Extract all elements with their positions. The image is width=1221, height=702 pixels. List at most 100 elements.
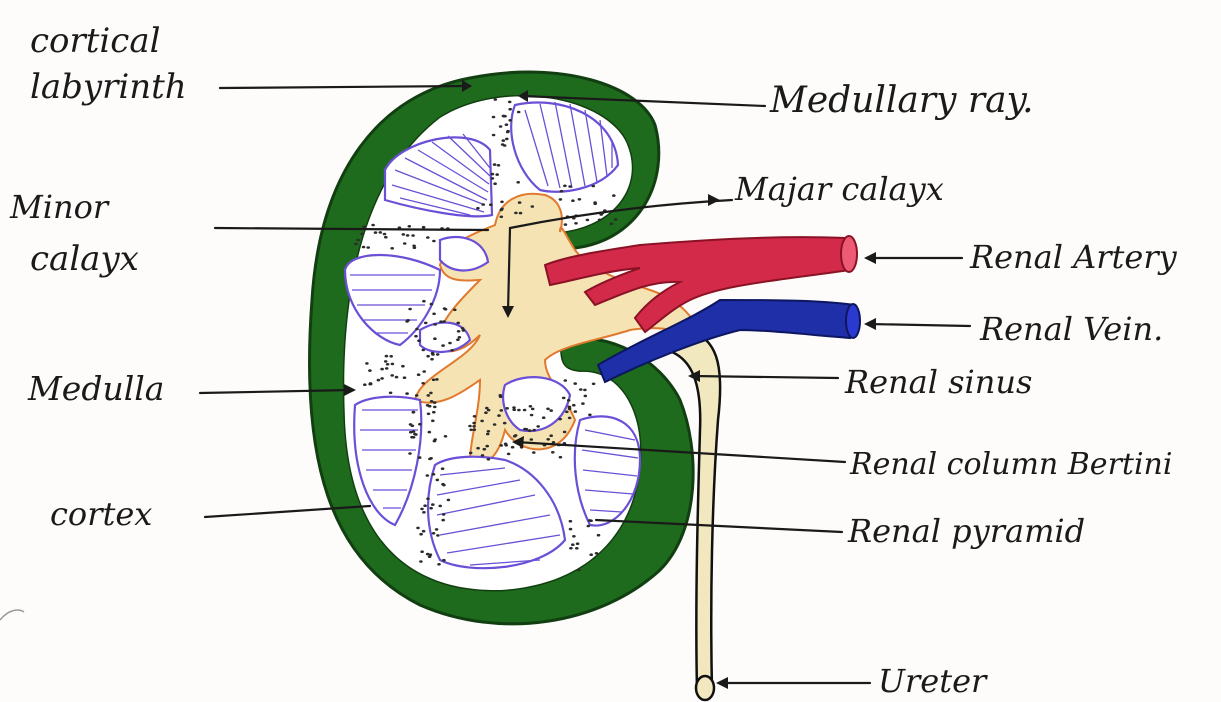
stipple-dot — [536, 425, 540, 428]
stipple-dot — [519, 212, 523, 215]
stipple-dot — [417, 339, 421, 342]
stipple-dot — [422, 226, 426, 229]
stipple-dot — [362, 225, 366, 228]
stipple-dot — [432, 379, 436, 382]
stipple-dot — [426, 355, 430, 358]
stipple-dot — [356, 239, 360, 242]
stipple-dot — [428, 405, 432, 408]
stipple-dot — [493, 423, 497, 426]
stipple-dot — [499, 444, 503, 447]
stipple-dot — [462, 329, 466, 332]
stipple-dot — [575, 547, 579, 550]
stipple-dot — [572, 404, 576, 407]
stipple-dot — [473, 428, 477, 431]
stipple-dot — [500, 208, 504, 211]
stipple-dot — [390, 374, 394, 377]
stipple-dot — [391, 363, 395, 366]
stipple-dot — [411, 234, 415, 237]
stipple-dot — [587, 525, 591, 528]
stipple-dot — [505, 123, 509, 126]
stipple-dot — [491, 173, 495, 176]
stipple-dot — [450, 349, 454, 352]
stipple-dot — [500, 216, 504, 219]
stipple-dot — [502, 115, 506, 118]
stipple-dot — [379, 231, 383, 234]
stipple-dot — [436, 353, 440, 356]
label-renal-vein: Renal Vein. — [979, 310, 1163, 348]
stipple-dot — [546, 408, 550, 411]
stipple-dot — [542, 416, 546, 419]
stipple-dot — [501, 143, 505, 146]
stipple-dot — [559, 456, 563, 459]
stipple-dot — [401, 365, 405, 368]
stipple-dot — [395, 376, 399, 379]
stipple-dot — [363, 383, 367, 386]
stipple-dot — [441, 344, 445, 347]
stipple-dot — [565, 411, 569, 414]
stipple-dot — [574, 222, 578, 225]
stipple-dot — [444, 308, 448, 311]
stipple-dot — [384, 236, 388, 239]
stipple-dot — [472, 422, 476, 425]
stipple-dot — [577, 569, 581, 572]
stipple-dot — [432, 240, 436, 243]
stipple-dot — [503, 422, 507, 425]
stipple-dot — [469, 429, 473, 432]
stipple-dot — [497, 164, 501, 167]
stipple-dot — [431, 353, 435, 356]
stipple-dot — [584, 395, 588, 398]
stipple-dot — [563, 431, 567, 434]
stipple-dot — [426, 474, 430, 477]
stipple-dot — [433, 337, 437, 340]
stipple-dot — [549, 434, 553, 437]
stipple-dot — [431, 420, 435, 423]
stipple-dot — [493, 163, 497, 166]
stipple-dot — [405, 392, 409, 395]
stipple-dot — [529, 405, 533, 408]
stipple-dot — [441, 467, 445, 470]
stipple-dot — [458, 336, 462, 339]
stipple-dot — [403, 376, 407, 379]
stipple-dot — [408, 308, 412, 311]
stipple-dot — [383, 233, 387, 236]
stipple-dot — [480, 420, 484, 423]
stipple-dot — [420, 508, 424, 511]
stipple-dot — [380, 368, 384, 371]
stipple-dot — [500, 409, 504, 412]
stipple-dot — [511, 446, 515, 449]
stipple-dot — [491, 177, 495, 180]
stipple-dot — [415, 328, 419, 331]
stipple-dot — [406, 234, 410, 237]
stipple-dot — [427, 394, 431, 397]
stipple-dot — [427, 413, 431, 416]
stipple-dot — [456, 338, 460, 341]
stipple-dot — [579, 388, 583, 391]
stipple-dot — [573, 382, 577, 385]
stipple-dot — [442, 559, 446, 562]
stipple-dot — [437, 563, 441, 566]
stipple-dot — [484, 411, 488, 414]
stipple-dot — [431, 503, 435, 506]
stipple-dot — [412, 436, 416, 439]
stipple-dot — [419, 560, 423, 563]
stipple-dot — [408, 225, 412, 228]
stipple-dot — [576, 542, 580, 545]
stipple-dot — [420, 550, 424, 553]
stipple-dot — [531, 408, 535, 411]
stipple-dot — [514, 212, 518, 215]
stipple-dot — [495, 173, 499, 176]
stray-mark — [0, 610, 24, 620]
stipple-dot — [402, 233, 406, 236]
stipple-dot — [571, 543, 575, 546]
stipple-dot — [430, 358, 434, 361]
stipple-dot — [494, 98, 498, 101]
stipple-dot — [428, 555, 432, 558]
stipple-dot — [530, 438, 534, 441]
stipple-dot — [419, 533, 423, 536]
stipple-dot — [597, 534, 601, 537]
stipple-dot — [426, 497, 430, 500]
stipple-dot — [487, 430, 491, 433]
stipple-dot — [432, 473, 436, 476]
renal-artery-opening — [841, 236, 857, 272]
stipple-dot — [439, 320, 443, 323]
